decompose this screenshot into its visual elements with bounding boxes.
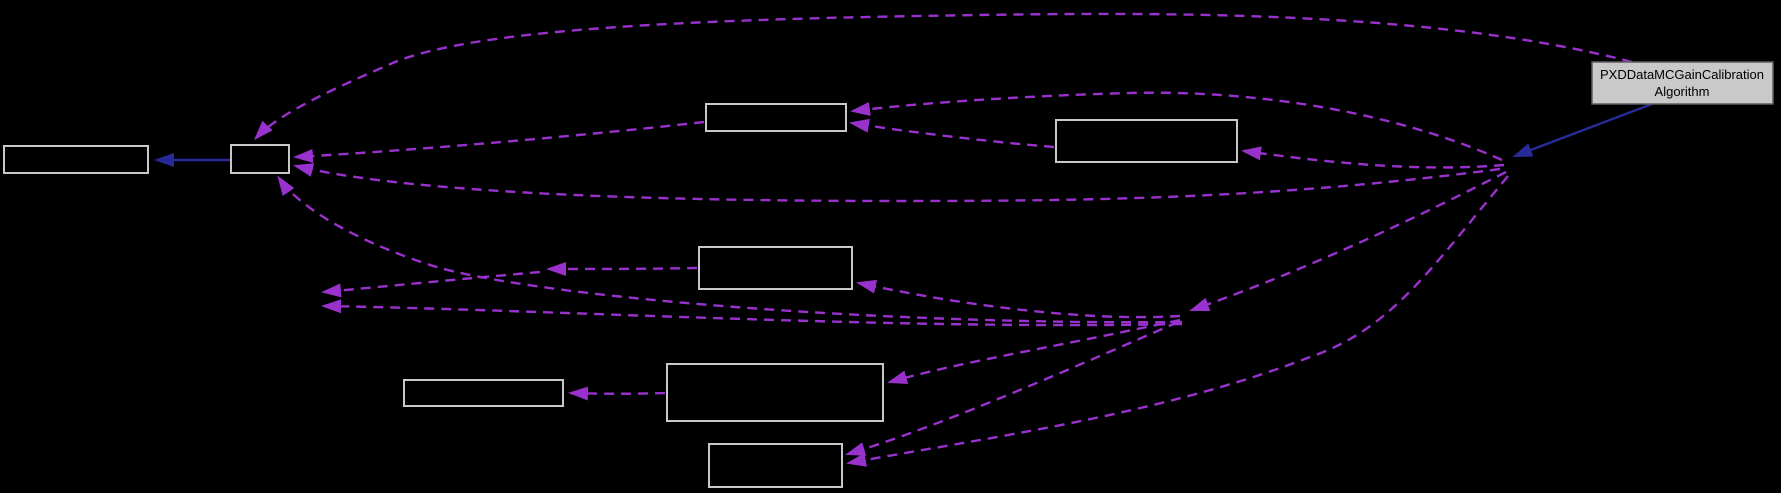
node-4[interactable] (1055, 119, 1238, 163)
edge-junction2-to-node7 (887, 318, 1181, 385)
main-node-label-line2: Algorithm (1655, 84, 1710, 99)
edge-junction2-to-node8 (845, 320, 1179, 456)
edge-main-to-junction1 (1512, 102, 1653, 158)
edge-junction1-to-node2 (293, 163, 1501, 203)
main-node-label-line1: PXDDataMCGainCalibration (1600, 67, 1764, 82)
edge-junction1-to-junction2 (1189, 170, 1507, 312)
node-6[interactable] (403, 379, 564, 407)
edge-junction2-to-node5 (856, 279, 1181, 319)
edge-junction1-to-node8 (846, 175, 1509, 467)
edge-node5-to-hidden-mid (546, 261, 698, 276)
edge-node4-to-node3 (849, 118, 1055, 149)
node-5[interactable] (698, 246, 853, 290)
node-7[interactable] (666, 363, 884, 422)
node-2[interactable] (230, 144, 290, 174)
node-8[interactable] (708, 443, 843, 488)
node-1[interactable] (3, 145, 149, 174)
edge-junction1-to-node3 (850, 91, 1503, 162)
edge-node7-to-node6 (568, 386, 666, 401)
edge-junction1-to-node4 (1241, 146, 1505, 169)
edge-main-to-node2-arc (253, 12, 1633, 141)
edge-node3-to-node2 (293, 120, 705, 164)
node-3[interactable] (705, 103, 847, 132)
edge-hidden-mid-to-hidden-left (321, 270, 541, 298)
edge-junction2-to-hidden-left (321, 299, 1183, 327)
edge-junction2-to-node2 (277, 175, 1183, 324)
node-pxddatamcgaincalibrationalgorithm[interactable]: PXDDataMCGainCalibration Algorithm (1591, 61, 1774, 105)
main-node-box[interactable] (1591, 61, 1774, 105)
